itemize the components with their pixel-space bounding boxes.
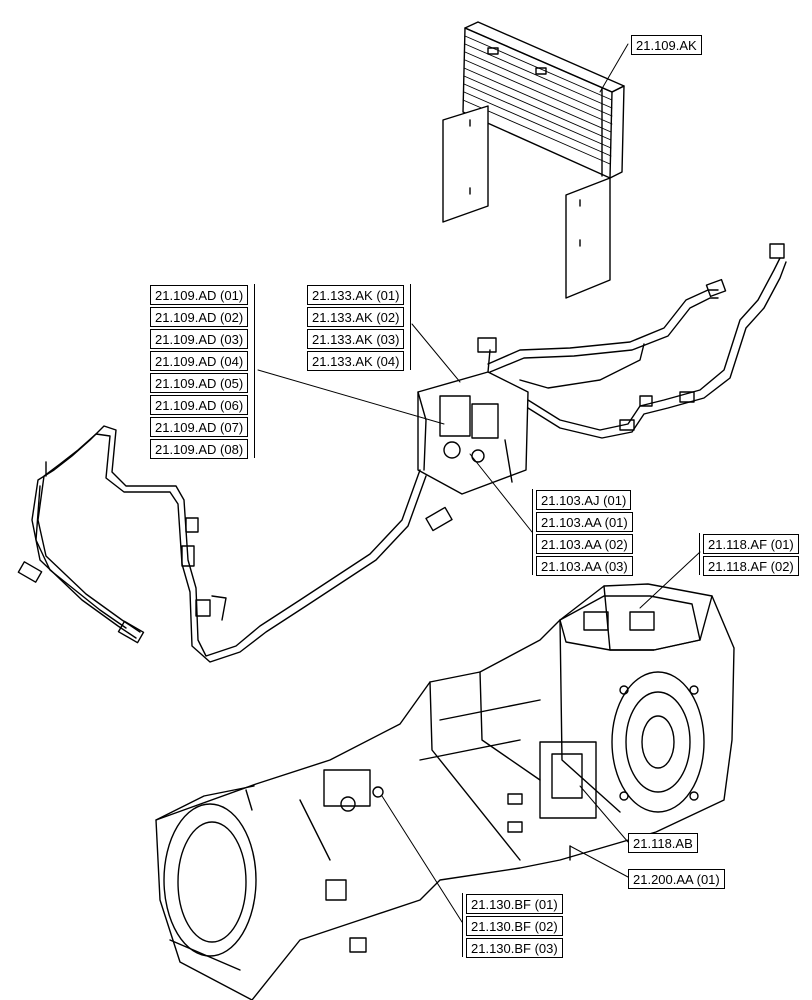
callout-ak-1: 21.133.AK (01)	[307, 285, 405, 305]
callout-af-2: 21.118.AF (02)	[703, 556, 799, 576]
bracket-ak	[410, 284, 411, 370]
callout-ad-5: 21.109.AD (05)	[150, 373, 249, 393]
callout-aa200: 21.200.AA (01)	[628, 869, 725, 889]
callout-aa-3: 21.103.AA (03)	[536, 556, 633, 576]
callout-ad-6: 21.109.AD (06)	[150, 395, 249, 415]
bracket-af	[699, 533, 700, 575]
callout-aa-2: 21.103.AA (02)	[536, 534, 633, 554]
callout-bf-2: 21.130.BF (02)	[466, 916, 563, 936]
callout-ad-8: 21.109.AD (08)	[150, 439, 249, 459]
oil-cooler	[442, 21, 625, 299]
callout-af-1: 21.118.AF (01)	[703, 534, 799, 554]
transmission-housing	[155, 583, 735, 1000]
callout-ad-7: 21.109.AD (07)	[150, 417, 249, 437]
callout-ab: 21.118.AB	[628, 833, 698, 853]
callout-ad-3: 21.109.AD (03)	[150, 329, 249, 349]
callout-ad-4: 21.109.AD (04)	[150, 351, 249, 371]
left-hydraulic-lines	[17, 425, 453, 663]
valve-block	[417, 337, 529, 495]
callout-bf-1: 21.130.BF (01)	[466, 894, 563, 914]
callout-ak-3: 21.133.AK (03)	[307, 329, 405, 349]
callout-ad-1: 21.109.AD (01)	[150, 285, 249, 305]
callout-ak-4: 21.133.AK (04)	[307, 351, 405, 371]
leader-lines	[257, 43, 701, 923]
callout-aj-1: 21.103.AJ (01)	[536, 490, 632, 510]
callout-aa-1: 21.103.AA (01)	[536, 512, 633, 532]
callout-cooler: 21.109.AK	[631, 35, 702, 55]
bracket-ad	[254, 284, 255, 458]
callout-bf-3: 21.130.BF (03)	[466, 938, 563, 958]
callout-ad-2: 21.109.AD (02)	[150, 307, 249, 327]
callout-ak-2: 21.133.AK (02)	[307, 307, 405, 327]
right-hydraulic-lines	[487, 243, 787, 439]
bracket-aj-aa	[532, 489, 533, 575]
bracket-bf	[462, 893, 463, 957]
